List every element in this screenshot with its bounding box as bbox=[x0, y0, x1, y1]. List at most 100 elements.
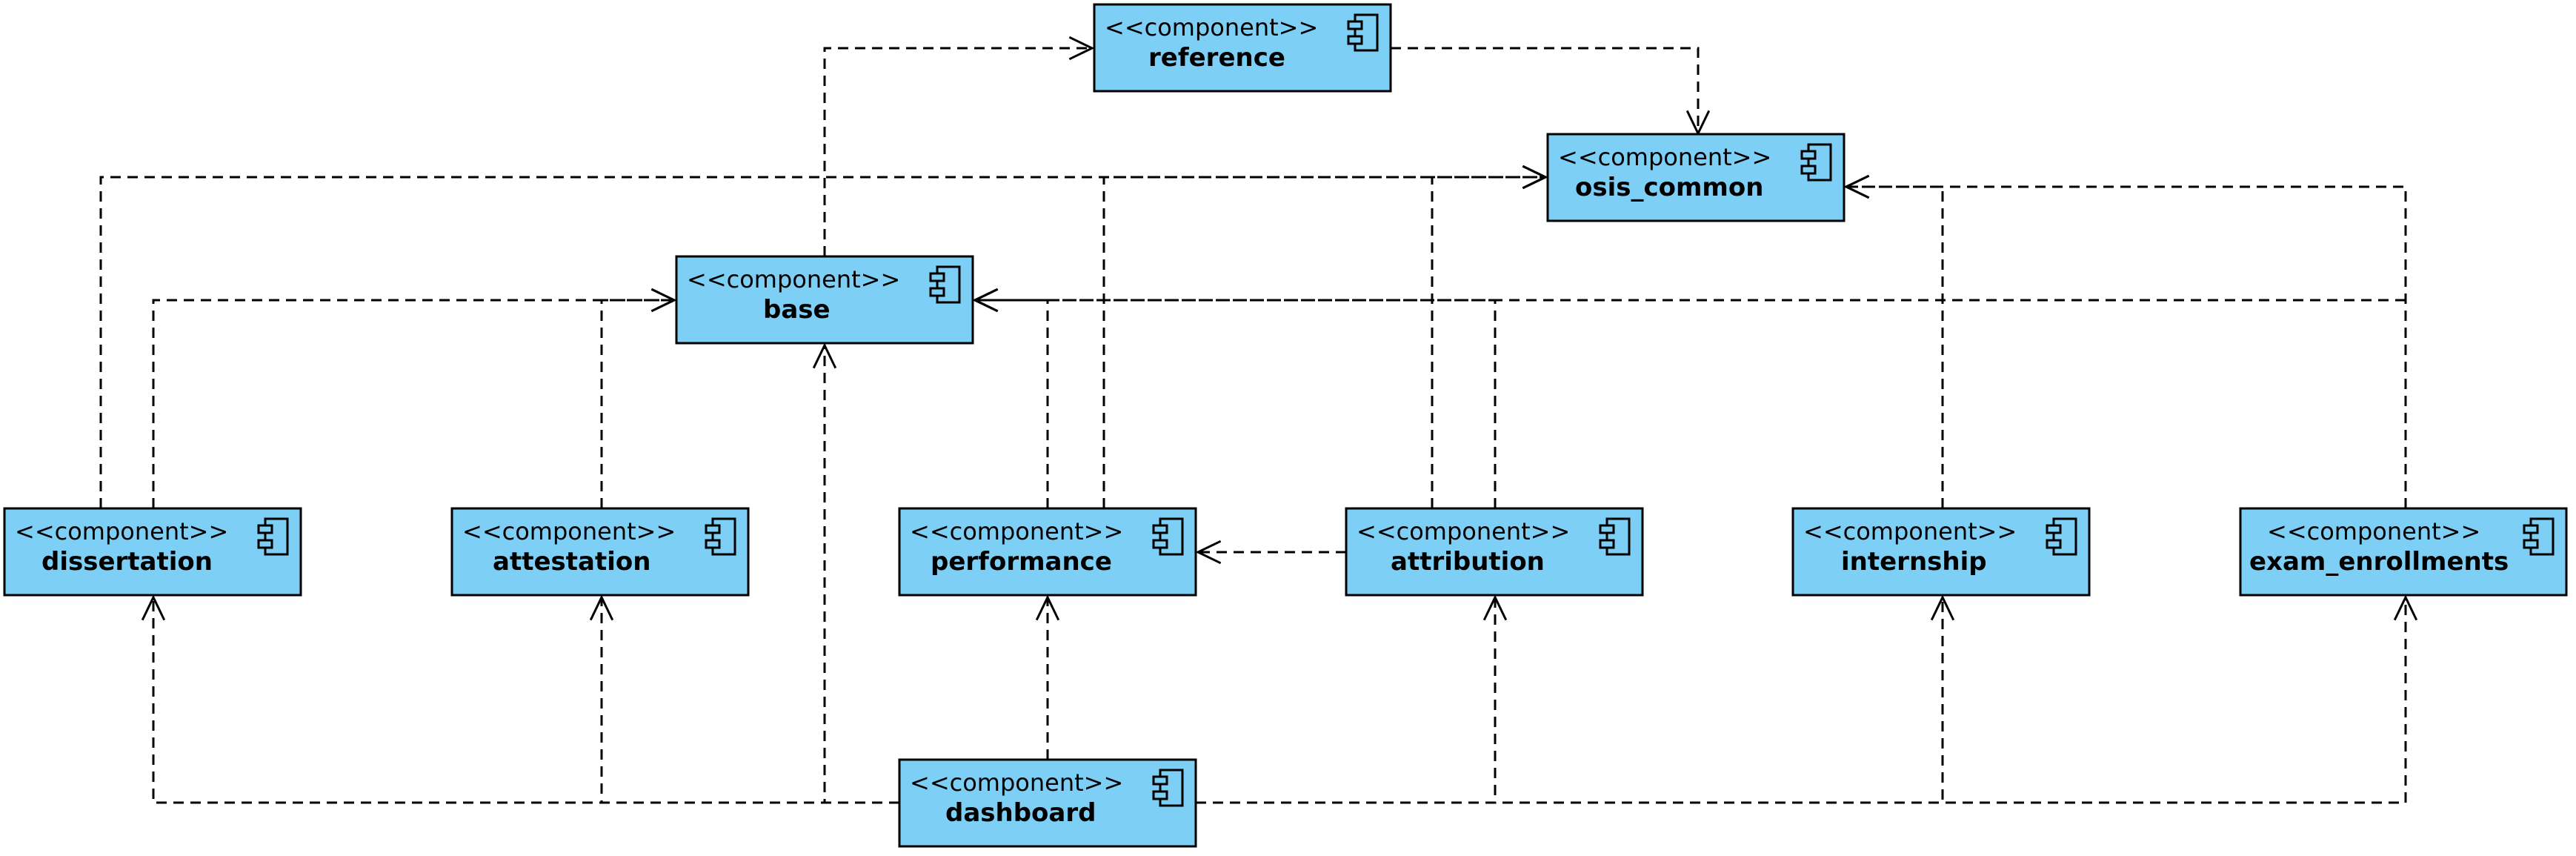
component-box bbox=[898, 758, 1197, 848]
open-arrowhead-icon bbox=[589, 594, 614, 621]
dependency-line bbox=[600, 597, 899, 804]
open-arrowhead-icon bbox=[2393, 594, 2418, 621]
uml-component-icon bbox=[929, 265, 961, 304]
component-performance[interactable]: <<component>>performance bbox=[898, 507, 1197, 597]
component-name: dashboard bbox=[945, 798, 1096, 828]
component-name: performance bbox=[931, 547, 1112, 577]
component-stereotype: <<component>> bbox=[687, 265, 900, 293]
uml-component-icon bbox=[1152, 517, 1184, 556]
component-box bbox=[2239, 507, 2568, 597]
component-stereotype: <<component>> bbox=[462, 517, 676, 545]
dependency-line bbox=[975, 299, 1497, 508]
component-stereotype: <<component>> bbox=[910, 517, 1123, 545]
dependency-line bbox=[1846, 185, 2407, 508]
dependency-line bbox=[823, 47, 1092, 256]
open-arrowhead-icon bbox=[1522, 165, 1548, 190]
component-name: attestation bbox=[493, 547, 650, 577]
dependency-line bbox=[1196, 597, 1497, 804]
dependency-dashboard-to-performance bbox=[1035, 594, 1060, 760]
uml-component-icon bbox=[1599, 517, 1631, 556]
uml-component-icon bbox=[1152, 769, 1184, 807]
component-box bbox=[1345, 507, 1644, 597]
dependency-dashboard-to-attestation bbox=[589, 594, 899, 804]
open-arrowhead-icon bbox=[972, 288, 999, 313]
open-arrowhead-icon bbox=[1068, 36, 1095, 61]
component-name: internship bbox=[1841, 547, 1987, 577]
component-layer: <<component>>reference<<component>>osis_… bbox=[3, 3, 2568, 848]
open-arrowhead-icon bbox=[1843, 174, 1870, 199]
uml-component-icon bbox=[1800, 143, 1832, 182]
component-stereotype: <<component>> bbox=[910, 769, 1123, 797]
dependency-line bbox=[975, 299, 1049, 508]
dependency-attestation-to-base bbox=[600, 288, 677, 508]
component-exam_enrollments[interactable]: <<component>>exam_enrollments bbox=[2239, 507, 2568, 597]
open-arrowhead-icon bbox=[1195, 540, 1222, 565]
component-base[interactable]: <<component>>base bbox=[675, 255, 974, 345]
open-arrowhead-icon bbox=[141, 594, 166, 621]
dependency-dashboard-to-dissertation bbox=[141, 594, 899, 804]
dependency-attribution-to-base bbox=[972, 288, 1497, 508]
dependency-exam_enrollments-to-base bbox=[972, 288, 2406, 313]
component-name: attribution bbox=[1391, 547, 1545, 577]
component-attestation[interactable]: <<component>>attestation bbox=[450, 507, 750, 597]
open-arrowhead-icon bbox=[1035, 594, 1060, 621]
dependency-line bbox=[1391, 47, 1700, 133]
uml-component-icon bbox=[257, 517, 289, 556]
dependency-performance-to-osis_common bbox=[1102, 165, 1548, 508]
dependency-line bbox=[1196, 597, 1944, 804]
dependency-exam_enrollments-to-osis_common bbox=[1843, 174, 2407, 508]
component-stereotype: <<component>> bbox=[2267, 517, 2480, 545]
dependency-dashboard-to-attribution bbox=[1196, 594, 1508, 804]
dependency-line bbox=[152, 299, 674, 508]
component-name: osis_common bbox=[1575, 173, 1763, 202]
dependency-line bbox=[99, 176, 1545, 508]
component-name: reference bbox=[1148, 43, 1285, 73]
dependency-attribution-to-performance bbox=[1195, 540, 1346, 565]
component-stereotype: <<component>> bbox=[1357, 517, 1570, 545]
component-name: dissertation bbox=[41, 547, 213, 577]
component-attribution[interactable]: <<component>>attribution bbox=[1345, 507, 1644, 597]
uml-component-icon bbox=[2046, 517, 2077, 556]
dependency-dissertation-to-base bbox=[152, 288, 677, 508]
component-box bbox=[675, 255, 974, 345]
dependency-dashboard-to-exam_enrollments bbox=[1196, 594, 2418, 804]
open-arrowhead-icon bbox=[650, 288, 677, 313]
dependency-line bbox=[600, 299, 674, 508]
component-box bbox=[3, 507, 302, 597]
dependency-dashboard-to-internship bbox=[1196, 594, 1955, 804]
dependency-attribution-to-osis_common bbox=[1431, 165, 1548, 508]
uml-component-icon bbox=[705, 517, 736, 556]
component-box bbox=[898, 507, 1197, 597]
component-name: exam_enrollments bbox=[2249, 547, 2509, 577]
component-box bbox=[1546, 133, 1846, 222]
dependency-base-to-reference bbox=[823, 36, 1095, 256]
open-arrowhead-icon bbox=[1930, 594, 1955, 621]
dependency-dashboard-to-base bbox=[812, 342, 899, 804]
component-dashboard[interactable]: <<component>>dashboard bbox=[898, 758, 1197, 848]
dependency-reference-to-osis_common bbox=[1391, 47, 1711, 136]
component-reference[interactable]: <<component>>reference bbox=[1093, 3, 1392, 93]
open-arrowhead-icon bbox=[1482, 594, 1508, 621]
component-stereotype: <<component>> bbox=[15, 517, 228, 545]
uml-component-icon bbox=[2523, 517, 2555, 556]
component-name: base bbox=[763, 295, 831, 325]
dependency-line bbox=[1846, 185, 1944, 508]
component-stereotype: <<component>> bbox=[1558, 143, 1771, 171]
dependency-performance-to-base bbox=[972, 288, 1049, 508]
component-box bbox=[450, 507, 750, 597]
component-dissertation[interactable]: <<component>>dissertation bbox=[3, 507, 302, 597]
dependency-internship-to-osis_common bbox=[1843, 174, 1944, 508]
component-box bbox=[1093, 3, 1392, 93]
uml-component-icon bbox=[1347, 13, 1379, 52]
component-box bbox=[1791, 507, 2091, 597]
dependency-line bbox=[823, 345, 899, 804]
dependency-layer bbox=[99, 36, 2418, 804]
component-internship[interactable]: <<component>>internship bbox=[1791, 507, 2091, 597]
component-stereotype: <<component>> bbox=[1105, 13, 1318, 42]
dependency-line bbox=[152, 597, 899, 804]
dependency-line bbox=[1431, 176, 1545, 508]
component-osis_common[interactable]: <<component>>osis_common bbox=[1546, 133, 1846, 222]
component-stereotype: <<component>> bbox=[1803, 517, 2017, 545]
open-arrowhead-icon bbox=[812, 342, 837, 369]
